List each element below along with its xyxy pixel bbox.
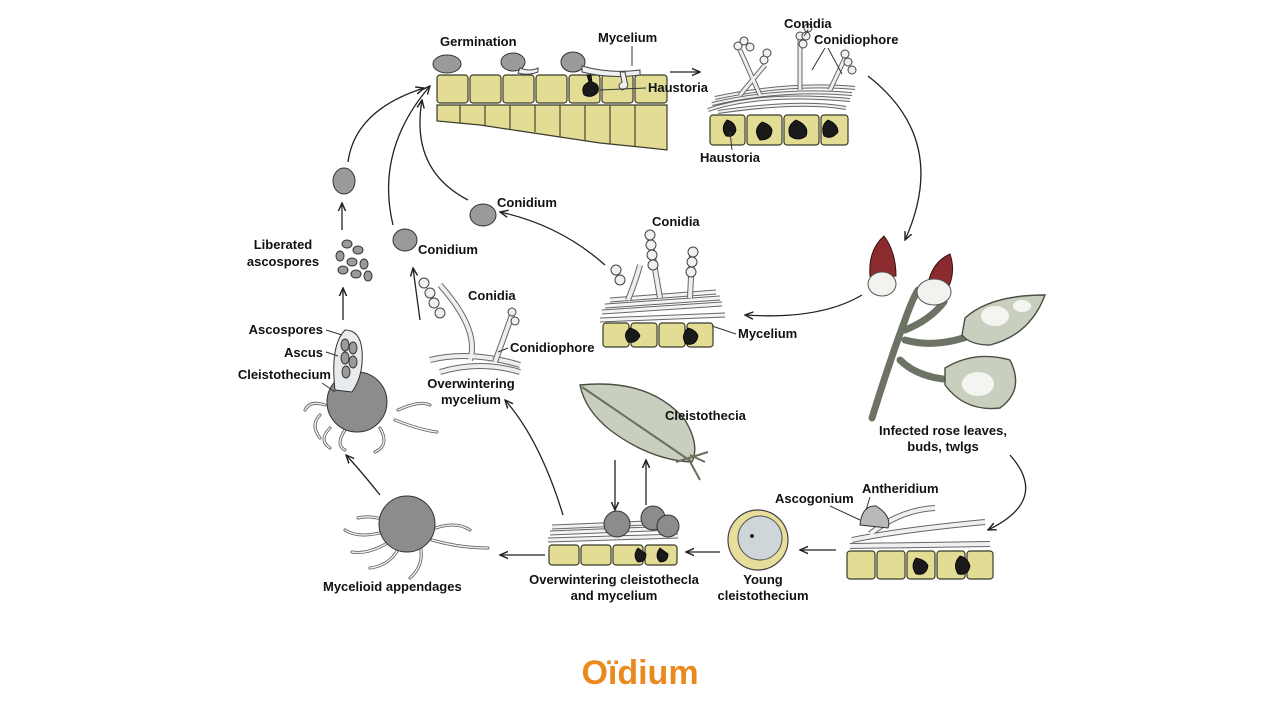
germinating-spore-3 <box>560 51 586 73</box>
label-cleistothecia: Cleistothecia <box>665 408 747 423</box>
label-cleistothecium: Cleistothecium <box>238 367 331 382</box>
ascospore-single <box>332 167 356 195</box>
haustorium-right-2 <box>756 121 773 141</box>
sexual-organs-stage <box>846 505 994 580</box>
label-conidium-center: Conidium <box>497 195 557 210</box>
label-ascospores: Ascospores <box>249 322 323 337</box>
sporulation-stage-top-right <box>707 23 857 146</box>
conidia-chain-top-right <box>733 23 857 75</box>
label-conidia-center: Conidia <box>652 214 700 229</box>
label-infected-line1: Infected rose leaves, <box>879 423 1007 438</box>
label-conidia-top: Conidia <box>784 16 832 31</box>
label-overwintering-myc-line1: Overwintering <box>427 376 514 391</box>
conidium-center <box>469 203 497 227</box>
fallen-leaf <box>579 383 709 481</box>
label-mycelium-top: Mycelium <box>598 30 657 45</box>
label-mycelioid: Mycelioid appendages <box>323 579 462 594</box>
label-young-line1: Young <box>743 572 783 587</box>
germination-stage <box>432 51 668 151</box>
diagram-title: Oïdium <box>581 654 698 692</box>
overwintering-mycelium <box>418 277 521 375</box>
haustorium-right-1 <box>722 119 737 137</box>
haustorium-right-3 <box>788 119 808 140</box>
infected-rose-twig <box>867 235 1047 422</box>
conidia-chain-center <box>610 229 699 286</box>
label-overwintering-myc-line2: mycelium <box>441 392 501 407</box>
label-ascogonium: Ascogonium <box>775 491 854 506</box>
label-antheridium: Antheridium <box>862 481 939 496</box>
label-ascus: Ascus <box>284 345 323 360</box>
rose-bud-left <box>869 235 897 277</box>
label-conidium-left: Conidium <box>418 242 478 257</box>
label-conidiophore-top: Conidiophore <box>814 32 899 47</box>
liberated-ascospores <box>335 239 373 282</box>
ascogonium <box>859 505 890 529</box>
haustorium-top-1 <box>582 74 599 97</box>
label-liberated-line2: ascospores <box>247 254 319 269</box>
label-haustoria-right: Haustoria <box>700 150 761 165</box>
label-haustoria-top: Haustoria <box>648 80 709 95</box>
conidium-left <box>392 228 418 252</box>
label-overwintering-cleisto-line2: and mycelium <box>571 588 658 603</box>
young-cleistothecium <box>727 509 789 571</box>
cleistothecium-with-ascus <box>303 329 439 454</box>
label-overwintering-cleisto-line1: Overwintering cleistothecla <box>529 572 700 587</box>
secondary-conidiation-center <box>599 229 726 348</box>
germinating-spore-1 <box>432 54 462 74</box>
label-liberated-line1: Liberated <box>254 237 313 252</box>
label-conidia-left: Conidia <box>468 288 516 303</box>
label-germination: Germination <box>440 34 517 49</box>
haustorium-right-4 <box>822 119 839 138</box>
mature-cleistothecium-appendages <box>343 495 490 580</box>
epidermis-cells-top <box>436 74 668 151</box>
label-conidiophore-left: Conidiophore <box>510 340 595 355</box>
overwintering-cleistothecia <box>547 505 680 566</box>
germinating-spore-2 <box>500 52 526 72</box>
label-young-line2: cleistothecium <box>717 588 808 603</box>
cycle-arrows <box>342 72 1027 555</box>
label-mycelium-center: Mycelium <box>738 326 797 341</box>
label-infected-line2: buds, twlgs <box>907 439 979 454</box>
